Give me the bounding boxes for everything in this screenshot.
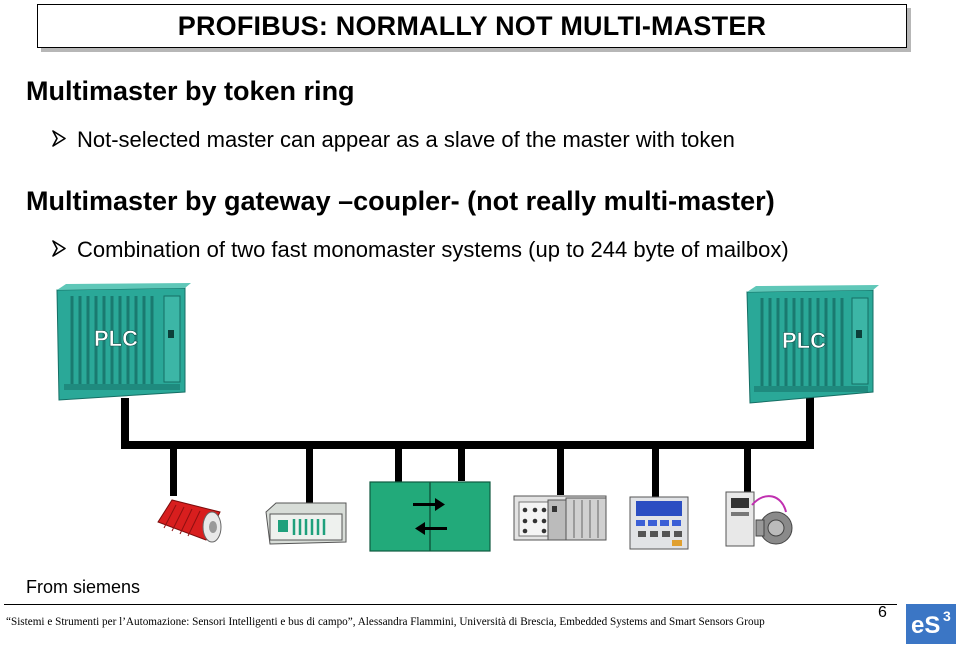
footer-divider — [4, 604, 897, 605]
heading-gateway: Multimaster by gateway –coupler- (not re… — [26, 186, 775, 216]
network-diagram: PLC PLC — [56, 283, 879, 552]
slide-title: PROFIBUS: NORMALLY NOT MULTI-MASTER — [177, 11, 767, 41]
footer-text: “Sistemi e Strumenti per l’Automazione: … — [6, 616, 765, 628]
plc-left-label: PLC — [94, 326, 138, 351]
title-box: PROFIBUS: NORMALLY NOT MULTI-MASTER — [37, 4, 907, 48]
plc-right: PLC — [746, 285, 879, 404]
plc-left: PLC — [56, 283, 191, 401]
operator-panel-icon — [629, 496, 689, 550]
distributed-io-icon — [513, 495, 607, 541]
source-caption: From siemens — [26, 577, 141, 597]
io-module-icon — [265, 502, 347, 545]
logo-main: eS — [911, 612, 941, 639]
exchange-arrows-icon — [413, 498, 447, 535]
bullet-gateway-text: Combination of two fast monomaster syste… — [77, 237, 789, 262]
profibus-bus-left — [121, 398, 494, 503]
motor-valve-icon — [725, 491, 793, 547]
arrow-bullet-icon — [52, 240, 66, 257]
plc-right-label: PLC — [782, 328, 826, 353]
bullet-token-ring-text: Not-selected master can appear as a slav… — [77, 127, 735, 152]
dp-coupler-gateway — [369, 481, 491, 552]
motor-drive-icon — [157, 499, 222, 543]
es3-logo: eS 3 — [906, 604, 956, 644]
profibus-bus-right — [458, 396, 814, 498]
logo-sup: 3 — [943, 608, 951, 624]
heading-token-ring: Multimaster by token ring — [26, 76, 355, 106]
page-number: 6 — [878, 604, 887, 621]
arrow-bullet-icon — [52, 130, 66, 147]
